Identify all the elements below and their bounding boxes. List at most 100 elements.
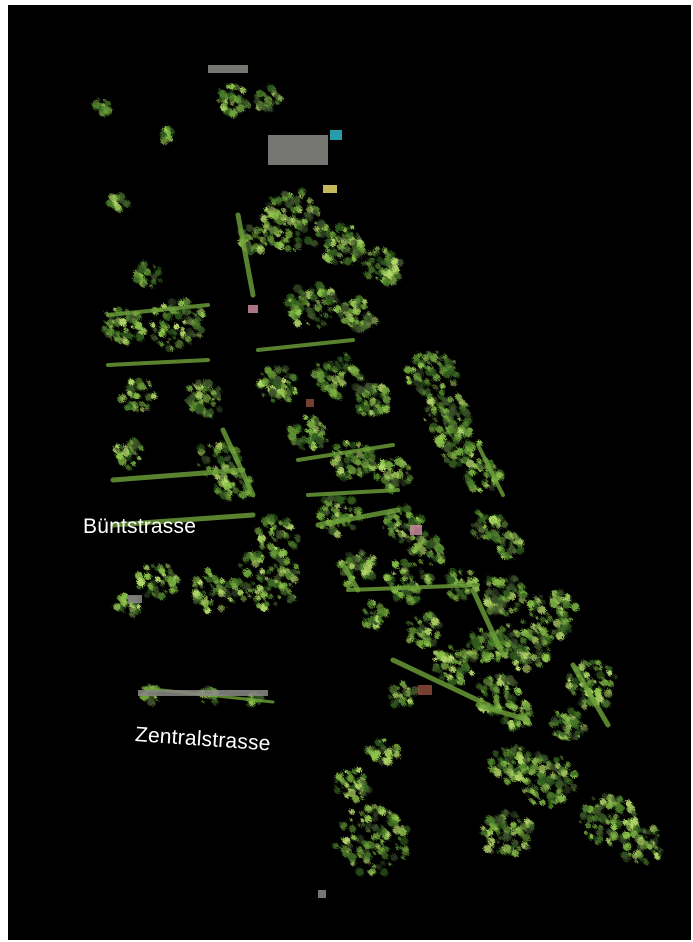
object-point [418, 685, 432, 695]
vegetation-point [465, 470, 469, 474]
vegetation-point [347, 231, 355, 239]
vegetation-point [358, 321, 364, 327]
vegetation-point [579, 687, 584, 692]
vegetation-point [395, 483, 400, 488]
vegetation-point [361, 460, 370, 469]
vegetation-point [554, 800, 558, 805]
vegetation-point [485, 815, 494, 823]
vegetation-point [498, 607, 505, 613]
vegetation-point [386, 273, 393, 279]
vegetation-point [351, 256, 357, 262]
vegetation-point [327, 234, 331, 237]
vegetation-point [490, 843, 495, 848]
vegetation-point [535, 616, 539, 619]
vegetation-point [272, 212, 280, 220]
vegetation-point [140, 407, 145, 412]
vegetation-point [262, 597, 267, 601]
vegetation-point [192, 582, 197, 588]
vegetation-point [348, 475, 352, 479]
vegetation-point [210, 401, 216, 407]
vegetation-point [531, 636, 539, 645]
vegetation-point [448, 406, 456, 414]
vegetation-point [386, 580, 390, 584]
vegetation-point [622, 853, 632, 863]
vegetation-point [631, 813, 637, 818]
vegetation-point [126, 332, 134, 340]
vegetation-point [180, 334, 185, 339]
vegetation-point [437, 392, 445, 400]
vegetation-point [406, 629, 410, 633]
vegetation-point [247, 594, 252, 598]
vegetation-point [415, 639, 421, 646]
vegetation-point [104, 100, 112, 108]
vegetation-point [328, 389, 335, 396]
vegetation-point [266, 578, 271, 582]
vegetation-point [358, 407, 362, 412]
vegetation-point [643, 860, 649, 866]
vegetation-point [503, 826, 512, 834]
vegetation-point [557, 604, 560, 608]
vegetation-point [582, 699, 588, 704]
vegetation-point [422, 531, 429, 538]
vegetation-point [245, 591, 248, 594]
vegetation-point [504, 685, 510, 691]
vegetation-point [408, 703, 412, 708]
vegetation-point [486, 710, 490, 714]
vegetation-point [199, 601, 203, 605]
vegetation-point [218, 89, 225, 96]
vegetation-point [119, 198, 125, 204]
vegetation-point [422, 354, 429, 361]
vegetation-point [498, 536, 506, 545]
vegetation-point [137, 456, 141, 461]
vegetation-point [564, 623, 572, 631]
vegetation-point [595, 817, 599, 821]
vegetation-point [433, 417, 438, 422]
vegetation-point [573, 684, 579, 690]
vegetation-point [563, 783, 567, 786]
point-cloud-view: Büntstrasse Zentralstrasse [8, 5, 691, 940]
vegetation-point [152, 327, 158, 333]
vegetation-point [445, 363, 452, 371]
vegetation-point [509, 540, 514, 545]
vegetation-point [214, 486, 222, 495]
vegetation-point [321, 299, 328, 305]
vegetation-point [522, 664, 531, 673]
vegetation-point [315, 317, 321, 323]
vegetation-point [380, 404, 384, 408]
vegetation-point [480, 658, 486, 664]
vegetation-point [262, 238, 267, 243]
vegetation-point [560, 755, 564, 760]
vegetation-point [457, 461, 463, 467]
vegetation-point [338, 310, 344, 316]
vegetation-point [139, 328, 147, 335]
vegetation-point [423, 418, 427, 422]
vegetation-point [569, 714, 575, 721]
hedge-line [475, 702, 531, 723]
hedge-line [306, 488, 400, 497]
vegetation-point [364, 451, 371, 459]
vegetation-point [423, 365, 428, 370]
vegetation-point [219, 472, 228, 481]
vegetation-point [166, 131, 172, 136]
vegetation-point [503, 611, 510, 617]
vegetation-point [539, 616, 547, 624]
vegetation-point [341, 838, 344, 841]
vegetation-point [568, 617, 573, 622]
vegetation-point [529, 607, 534, 612]
vegetation-point [453, 424, 458, 429]
vegetation-point [352, 795, 360, 803]
vegetation-point [341, 304, 349, 312]
vegetation-point [393, 685, 398, 690]
vegetation-point [271, 536, 274, 539]
vegetation-point [319, 314, 323, 317]
vegetation-point [382, 835, 388, 841]
vegetation-point [173, 574, 178, 579]
vegetation-point [383, 267, 388, 272]
vegetation-point [301, 218, 308, 225]
vegetation-point [334, 297, 340, 303]
image-frame-left [0, 0, 8, 942]
vegetation-point [519, 706, 525, 711]
vegetation-point [283, 222, 287, 226]
vegetation-point [214, 483, 218, 487]
vegetation-point [265, 202, 274, 211]
